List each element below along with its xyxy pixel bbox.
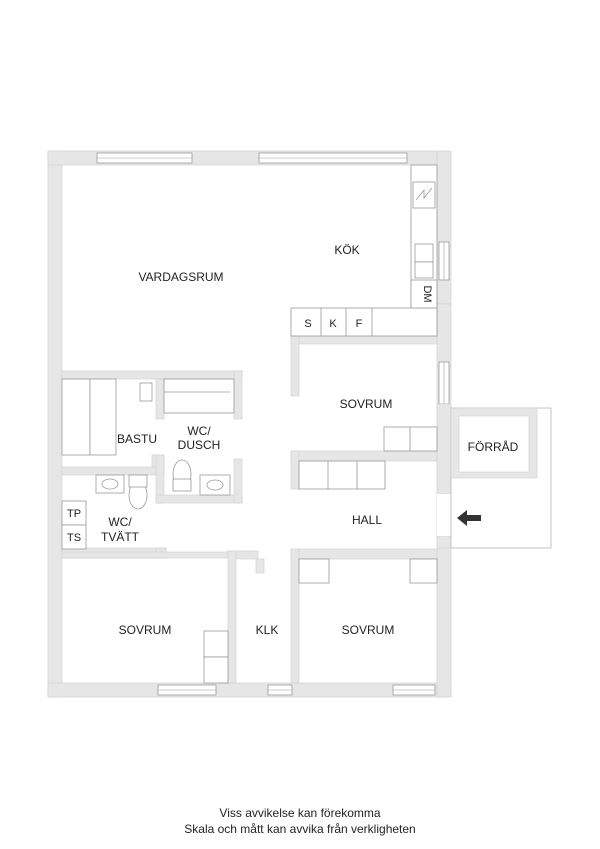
room-label-hall: HALL <box>352 513 382 527</box>
room-label-forrad: FÖRRÅD <box>468 439 519 454</box>
room-label-wc-dusch-2: DUSCH <box>178 438 221 452</box>
room-label-wc-tvatt-1: WC/ <box>108 515 132 529</box>
room-label-wc-dusch-1: WC/ <box>187 424 211 438</box>
disclaimer-line-1: Viss avvikelse kan förekomma <box>219 806 381 820</box>
interior-walls <box>61 335 452 684</box>
kitchen-window-sill-icon <box>415 187 433 201</box>
room-label-kok: KÖK <box>334 243 359 257</box>
laundry-appliances <box>61 500 87 550</box>
room-label-sovrum-1: SOVRUM <box>340 397 393 411</box>
bath-fixtures <box>95 459 231 510</box>
entrance-door-gap <box>437 494 451 536</box>
sauna-benches <box>61 378 153 456</box>
forrad-annex <box>450 407 552 549</box>
room-label-sovrum-2: SOVRUM <box>119 623 172 637</box>
appliance-label-f: F <box>356 318 363 330</box>
room-label-sovrum-3: SOVRUM <box>342 623 395 637</box>
room-label-bastu: BASTU <box>117 432 157 446</box>
wardrobes <box>203 426 438 684</box>
room-label-vardagsrum: VARDAGSRUM <box>138 270 223 284</box>
appliance-label-tp: TP <box>67 508 81 520</box>
entrance-arrow-icon <box>457 510 481 526</box>
window-lines <box>97 157 445 691</box>
appliance-label-k: K <box>329 318 337 330</box>
appliance-label-dm: DM <box>421 285 433 302</box>
room-label-wc-tvatt-2: TVÄTT <box>101 530 140 544</box>
room-label-klk: KLK <box>256 623 279 637</box>
shower <box>163 378 235 414</box>
disclaimer-line-2: Skala och mått kan avvika från verklighe… <box>184 822 416 836</box>
windows <box>96 152 450 696</box>
appliance-label-ts: TS <box>67 532 81 544</box>
kitchen-counters <box>290 164 438 337</box>
appliance-label-s: S <box>304 318 311 330</box>
